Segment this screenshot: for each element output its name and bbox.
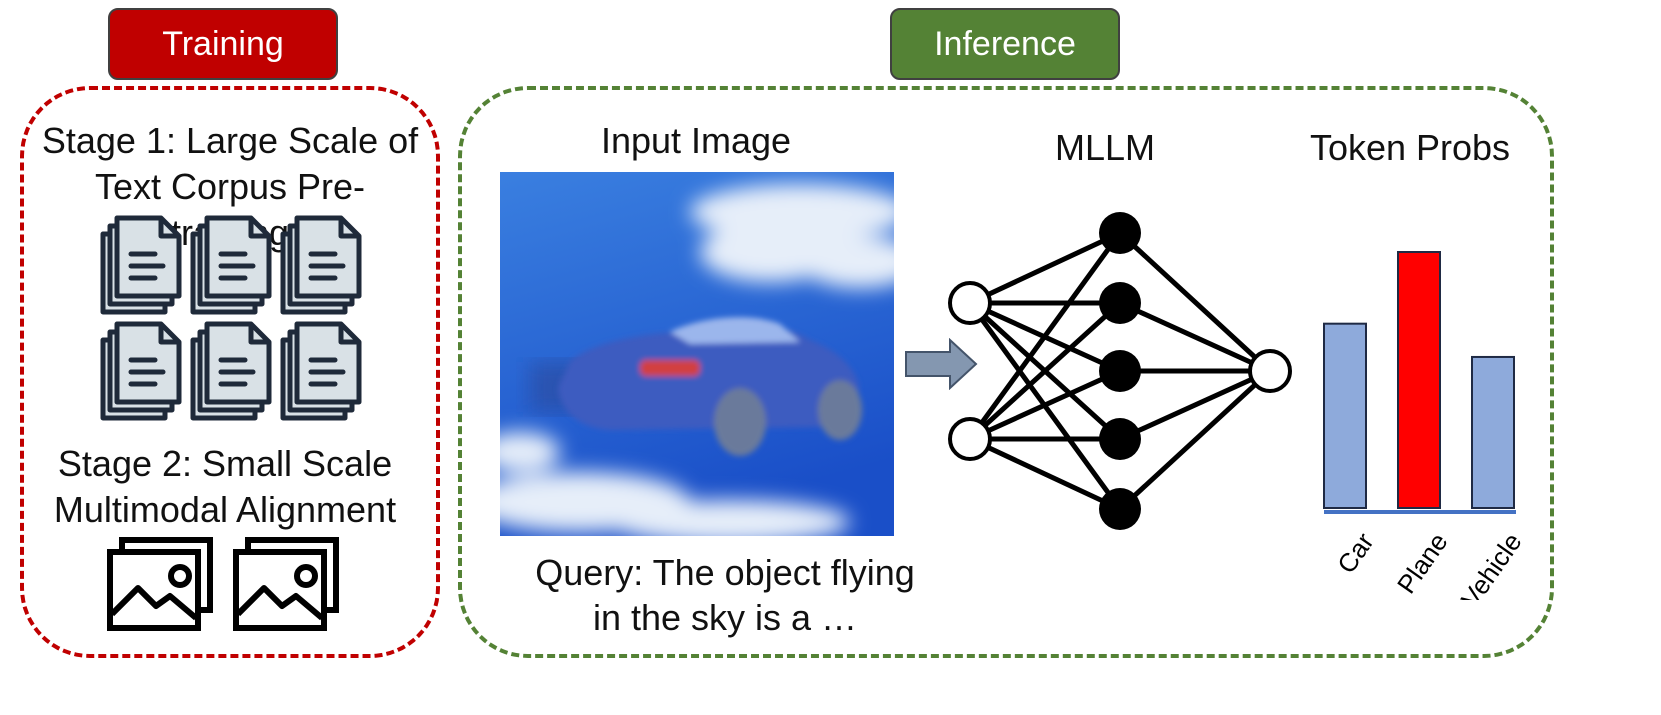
inference-panel xyxy=(458,86,1554,658)
stage2-label: Stage 2: Small Scale Multimodal Alignmen… xyxy=(53,443,397,530)
hidden-node xyxy=(1099,212,1141,530)
tick-label-vehicle: Vehicle xyxy=(1455,527,1528,600)
training-title: Training xyxy=(162,24,284,63)
tick-label-plane: Plane xyxy=(1391,527,1454,599)
bar-car xyxy=(1323,322,1367,510)
image-icons-row xyxy=(100,532,360,632)
car-picture xyxy=(530,317,862,456)
input-node xyxy=(948,281,992,461)
bar-vehicle xyxy=(1471,355,1515,509)
token-probs-label: Token Probs xyxy=(1309,127,1511,168)
output-node xyxy=(1248,349,1292,393)
bar-plane xyxy=(1397,251,1441,509)
document-stack-icon xyxy=(103,218,179,312)
image-stack-icon xyxy=(236,540,336,628)
inference-title: Inference xyxy=(934,24,1076,63)
training-panel xyxy=(20,86,440,658)
document-stack-icon xyxy=(103,324,179,418)
document-stack-icon xyxy=(283,324,359,418)
neural-network-icon xyxy=(948,212,1292,530)
query-text: Query: The object flying in the sky is a… xyxy=(535,552,915,638)
image-stack-icon xyxy=(110,540,210,628)
tick-label-car: Car xyxy=(1331,527,1380,579)
document-icons-grid xyxy=(95,210,375,425)
document-stack-icon xyxy=(283,218,359,312)
document-stack-icon xyxy=(193,218,269,312)
right-arrow-icon xyxy=(905,338,978,390)
inference-header: Inference xyxy=(890,8,1120,80)
mllm-label: MLLM xyxy=(1054,127,1156,168)
document-stack-icon xyxy=(193,324,269,418)
input-image xyxy=(500,172,894,536)
training-header: Training xyxy=(108,8,338,80)
input-image-label: Input Image xyxy=(600,120,792,161)
